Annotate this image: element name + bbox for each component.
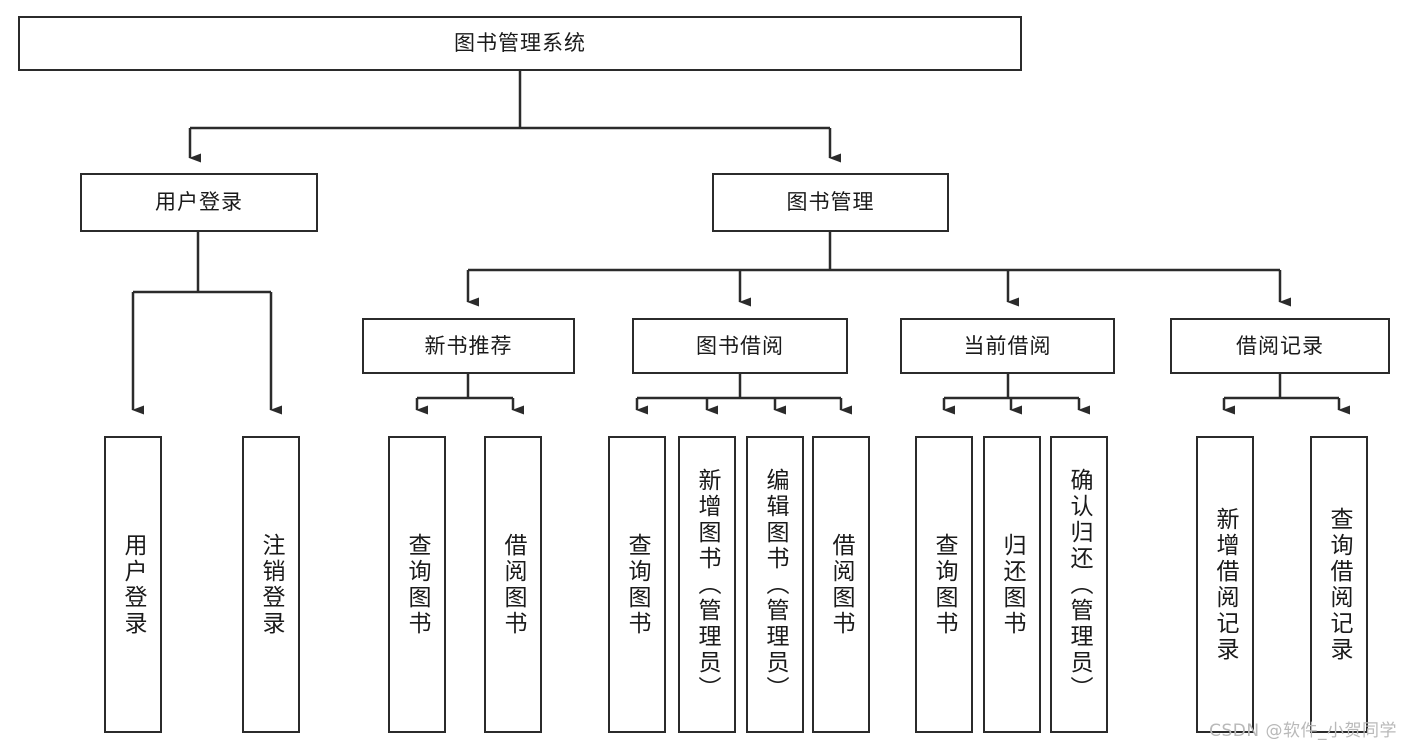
leaf-book-borrow-2[interactable]: 新增图书（管理员）: [678, 436, 736, 733]
node-user-login-label: 用户登录: [155, 190, 243, 215]
leaf-new-book-2-label: 借阅图书: [500, 532, 527, 637]
node-book-management[interactable]: 图书管理: [712, 173, 949, 232]
leaf-book-borrow-1-label: 查询图书: [624, 532, 651, 637]
leaf-current-borrow-3-label: 确认归还（管理员）: [1066, 467, 1093, 702]
leaf-book-borrow-3[interactable]: 编辑图书（管理员）: [746, 436, 804, 733]
leaf-user-login-1[interactable]: 用户登录: [104, 436, 162, 733]
leaf-current-borrow-2-label: 归还图书: [999, 532, 1026, 637]
leaf-new-book-1[interactable]: 查询图书: [388, 436, 446, 733]
leaf-current-borrow-3[interactable]: 确认归还（管理员）: [1050, 436, 1108, 733]
leaf-borrow-record-2[interactable]: 查询借阅记录: [1310, 436, 1368, 733]
leaf-user-login-2[interactable]: 注销登录: [242, 436, 300, 733]
node-root[interactable]: 图书管理系统: [18, 16, 1022, 71]
leaf-book-borrow-1[interactable]: 查询图书: [608, 436, 666, 733]
node-user-login[interactable]: 用户登录: [80, 173, 318, 232]
leaf-book-borrow-4-label: 借阅图书: [828, 532, 855, 637]
leaf-new-book-1-label: 查询图书: [404, 532, 431, 637]
node-borrow-record[interactable]: 借阅记录: [1170, 318, 1390, 374]
node-book-borrow[interactable]: 图书借阅: [632, 318, 848, 374]
leaf-user-login-2-label: 注销登录: [258, 532, 285, 637]
node-new-book-recommend-label: 新书推荐: [424, 333, 513, 358]
node-new-book-recommend[interactable]: 新书推荐: [362, 318, 575, 374]
leaf-book-borrow-3-label: 编辑图书（管理员）: [762, 467, 789, 702]
leaf-book-borrow-2-label: 新增图书（管理员）: [694, 467, 721, 702]
node-current-borrow-label: 当前借阅: [963, 333, 1052, 358]
node-borrow-record-label: 借阅记录: [1236, 333, 1324, 358]
leaf-current-borrow-1-label: 查询图书: [931, 532, 958, 637]
node-book-management-label: 图书管理: [786, 190, 875, 215]
leaf-new-book-2[interactable]: 借阅图书: [484, 436, 542, 733]
leaf-current-borrow-1[interactable]: 查询图书: [915, 436, 973, 733]
csdn-watermark: CSDN @软件_小贺同学: [1209, 721, 1397, 741]
node-root-label: 图书管理系统: [454, 31, 586, 56]
leaf-borrow-record-1-label: 新增借阅记录: [1212, 506, 1239, 663]
node-book-borrow-label: 图书借阅: [696, 333, 784, 358]
leaf-book-borrow-4[interactable]: 借阅图书: [812, 436, 870, 733]
leaf-borrow-record-1[interactable]: 新增借阅记录: [1196, 436, 1254, 733]
leaf-borrow-record-2-label: 查询借阅记录: [1326, 506, 1353, 663]
node-current-borrow[interactable]: 当前借阅: [900, 318, 1115, 374]
leaf-current-borrow-2[interactable]: 归还图书: [983, 436, 1041, 733]
leaf-user-login-1-label: 用户登录: [120, 532, 147, 637]
